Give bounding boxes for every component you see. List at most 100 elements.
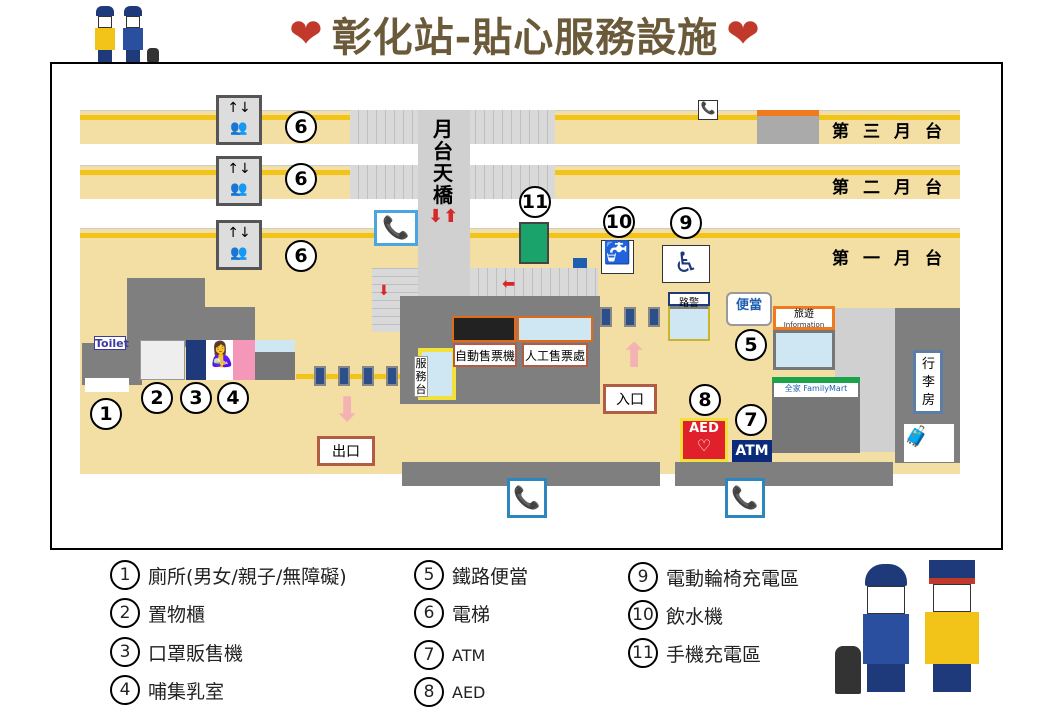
mask-vending-machine	[186, 340, 206, 380]
legend-number: 9	[628, 562, 658, 592]
legend-label: 廁所(男女/親子/無障礙)	[148, 565, 347, 588]
phone-charging-station	[519, 222, 549, 264]
elevator-icon: ↑↓👥	[216, 156, 262, 206]
public-phone-icon: 📞	[374, 210, 418, 246]
legend-label: 鐵路便當	[452, 565, 529, 588]
marker-2: 2	[141, 382, 173, 414]
legend-number: 5	[414, 560, 444, 590]
marker-7: 7	[735, 404, 767, 436]
ticket-machines	[452, 316, 516, 342]
staff-mascot-icon	[92, 6, 162, 64]
platform-kiosk	[757, 110, 819, 144]
marker-6: 6	[285, 111, 317, 143]
arrow-down-icon: ⬇⬆	[428, 206, 459, 227]
marker-6: 6	[285, 163, 317, 195]
marker-6: 6	[285, 240, 317, 272]
legend-number: 3	[110, 637, 140, 667]
wheelchair-charging-icon: ♿	[662, 245, 710, 283]
water-dispenser	[573, 258, 587, 268]
ticket-gate	[648, 307, 660, 327]
legend-item: 5 鐵路便當	[414, 560, 528, 590]
entrance-sign: 入口	[603, 384, 657, 414]
legend-label: 飲水機	[666, 605, 724, 628]
map-title: ❤ 彰化站-貼心服務設施 ❤	[210, 6, 840, 62]
marker-8: 8	[689, 384, 721, 416]
legend-item: 6 電梯	[414, 598, 490, 628]
heart-icon: ❤	[289, 11, 324, 57]
luggage-icon: 🧳	[904, 424, 954, 462]
stairs	[470, 268, 598, 296]
public-phone-icon: 📞	[698, 100, 718, 120]
elevator-icon: ↑↓👥	[216, 220, 262, 270]
legend-label: ATM	[452, 645, 486, 665]
ticket-gate	[314, 366, 326, 386]
exit-arrow-icon: ⬇	[333, 390, 362, 430]
nursing-room-icon: 🤱	[206, 340, 236, 380]
public-phone-icon: 📞	[507, 478, 547, 518]
service-desk-label: 服務台	[414, 356, 428, 397]
overpass-label: 月台天橋	[433, 117, 453, 207]
elevator-icon: ↑↓👥	[216, 95, 262, 145]
legend-item: 11 手機充電區	[628, 638, 761, 668]
ticket-counter-label: 人工售票處	[522, 343, 588, 367]
marker-11: 11	[519, 186, 551, 218]
platform-3-label: 第三月台	[832, 122, 956, 142]
ramp	[85, 378, 129, 392]
ticket-gate	[624, 307, 636, 327]
legend-label: AED	[452, 682, 486, 702]
legend-item: 8 AED	[414, 677, 485, 707]
water-dispenser-icon: 🚰	[601, 240, 634, 274]
wall	[675, 462, 893, 486]
legend-label: 手機充電區	[666, 643, 762, 666]
office	[255, 340, 295, 380]
title-text: 彰化站-貼心服務設施	[331, 15, 719, 61]
legend-item: 4 哺集乳室	[110, 675, 224, 705]
legend-item: 7 ATM	[414, 640, 485, 670]
legend-number: 4	[110, 675, 140, 705]
ticket-counter	[517, 316, 593, 342]
marker-1: 1	[90, 398, 122, 430]
platform-1-label: 第一月台	[832, 249, 956, 269]
legend-number: 8	[414, 677, 444, 707]
atm-sign: ATM	[732, 440, 772, 462]
arrow-down-icon: ⬇	[378, 283, 390, 299]
aed-label: AED	[689, 421, 719, 436]
entrance-arrow-icon: ⬆	[620, 336, 649, 376]
exit-sign: 出口	[317, 436, 375, 466]
legend-label: 電梯	[452, 603, 491, 626]
bento-label: 便當	[735, 298, 762, 313]
legend-item: 1 廁所(男女/親子/無障礙)	[110, 560, 347, 590]
legend-number: 6	[414, 598, 444, 628]
legend-number: 1	[110, 560, 140, 590]
familymart-label: 全家 FamilyMart	[774, 383, 858, 397]
public-phone-icon: 📞	[725, 478, 765, 518]
marker-3: 3	[180, 382, 212, 414]
toilet-sign: Toilet	[94, 336, 129, 350]
tourism-label: 旅遊	[794, 309, 814, 320]
ticket-gate	[600, 307, 612, 327]
ticket-gate	[338, 366, 350, 386]
tourism-label-en: Information	[783, 321, 825, 329]
ticket-machine-label: 自動售票機	[453, 343, 517, 367]
ticket-gate	[362, 366, 374, 386]
marker-10: 10	[603, 206, 635, 238]
tourism-info-center	[773, 330, 835, 370]
legend-label: 哺集乳室	[148, 680, 225, 703]
marker-4: 4	[217, 382, 249, 414]
luggage-room-label: 行李房	[913, 350, 943, 414]
locker	[140, 340, 185, 380]
legend-number: 11	[628, 638, 658, 668]
overpass	[418, 110, 470, 300]
bento-shop: 便當	[726, 292, 772, 326]
ticket-gate	[386, 366, 398, 386]
marker-9: 9	[670, 207, 702, 239]
legend-label: 置物櫃	[148, 603, 206, 626]
heart-icon: ❤	[726, 11, 761, 57]
marker-5: 5	[735, 329, 767, 361]
legend-number: 7	[414, 640, 444, 670]
